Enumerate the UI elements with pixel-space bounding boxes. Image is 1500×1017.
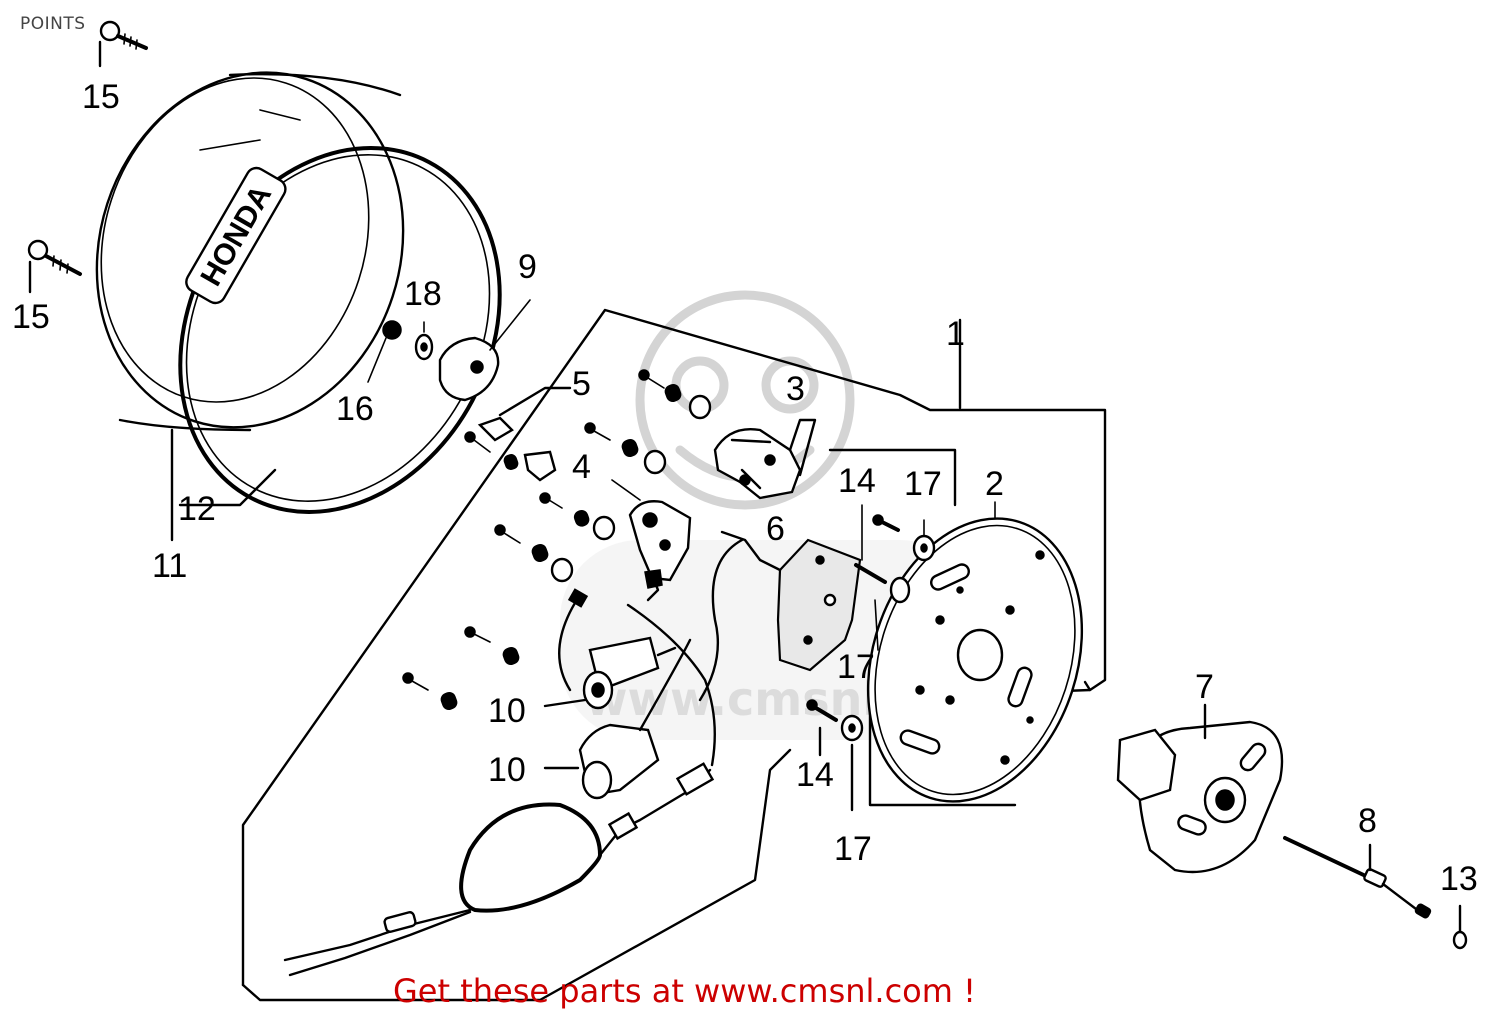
callout-12: 12 xyxy=(178,490,216,528)
callout-16: 16 xyxy=(336,390,374,428)
bolt-15-left xyxy=(27,239,82,294)
callout-1: 1 xyxy=(946,315,965,353)
washer-18 xyxy=(414,321,434,361)
assembly-outline xyxy=(241,308,1107,987)
breaker-base-2 xyxy=(866,501,1084,803)
callout-14-upper: 14 xyxy=(838,462,876,500)
terminal-5 xyxy=(464,386,572,482)
callout-17-middle: 17 xyxy=(837,648,875,686)
screw-14-lower xyxy=(806,699,838,757)
cover-logo: HONDA xyxy=(185,166,287,305)
callout-3: 3 xyxy=(786,370,805,408)
bracket-14-17 xyxy=(828,448,957,507)
callout-9: 9 xyxy=(518,248,537,286)
callout-10-lower: 10 xyxy=(488,751,526,789)
contact-breaker-4 xyxy=(611,479,692,602)
spring-nut-9 xyxy=(438,299,531,402)
screw-14-upper xyxy=(854,504,900,584)
wiring-harness xyxy=(283,538,744,977)
washer-13 xyxy=(1452,904,1468,950)
callout-17-lower: 17 xyxy=(834,830,872,868)
condenser-10-upper xyxy=(543,636,677,710)
callout-5: 5 xyxy=(572,365,591,403)
callout-11: 11 xyxy=(152,547,187,585)
lower-outline xyxy=(241,748,792,1002)
bracket-lower xyxy=(868,693,1017,807)
callout-labels: 15 15 18 9 16 12 11 1 5 3 4 14 17 2 6 17… xyxy=(12,78,1478,898)
callout-17-upper: 17 xyxy=(904,465,942,503)
contact-breaker-3 xyxy=(713,418,817,500)
callout-10-upper: 10 xyxy=(488,692,526,730)
callout-2: 2 xyxy=(985,465,1004,503)
bolt-15-top xyxy=(98,20,148,68)
adjust-screw-16 xyxy=(367,320,402,383)
condenser-10-lower xyxy=(543,723,660,800)
callout-14-lower: 14 xyxy=(796,756,834,794)
callout-7: 7 xyxy=(1195,668,1214,706)
callout-15-top: 15 xyxy=(82,78,120,116)
get-parts-link[interactable]: Get these parts at www.cmsnl.com ! xyxy=(393,972,976,1010)
callout-4: 4 xyxy=(572,448,591,486)
callout-18: 18 xyxy=(404,275,442,313)
callout-15-left: 15 xyxy=(12,298,50,336)
callout-13: 13 xyxy=(1440,860,1478,898)
leader-12 xyxy=(178,468,277,507)
spark-advancer-7 xyxy=(1116,703,1284,874)
washer-17-upper xyxy=(874,519,936,651)
base-plate-6 xyxy=(720,530,862,672)
washer-17-lower xyxy=(840,714,864,812)
callout-6: 6 xyxy=(766,510,785,548)
callout-8: 8 xyxy=(1358,802,1377,840)
page-title: POINTS xyxy=(20,14,86,34)
shaft-8 xyxy=(1283,836,1432,919)
screws-and-washers xyxy=(402,369,712,710)
